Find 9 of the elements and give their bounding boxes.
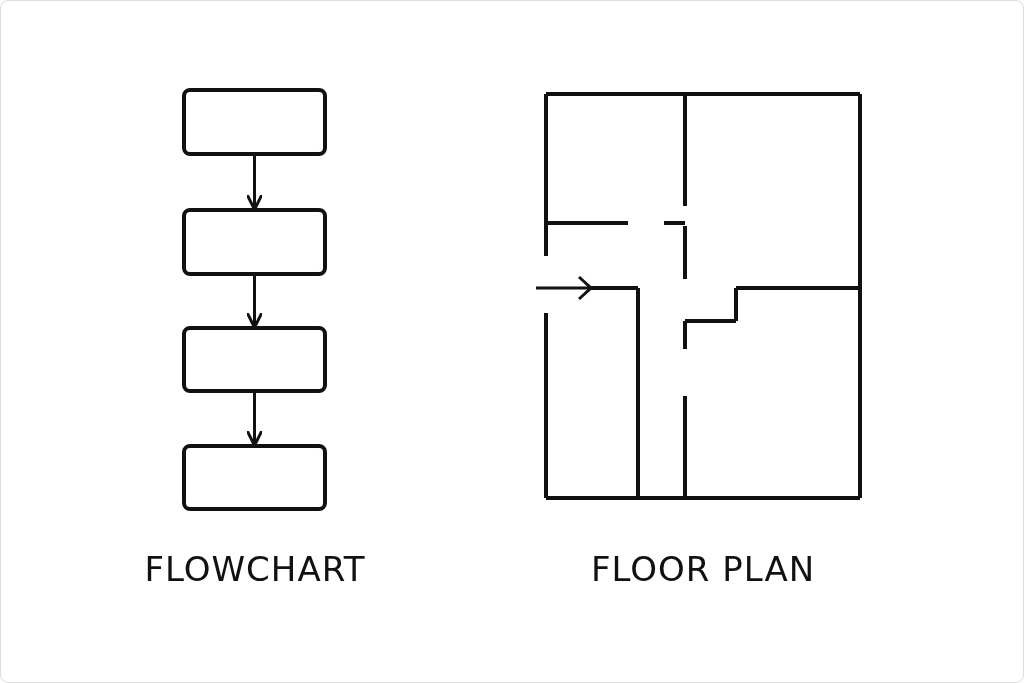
process-box bbox=[182, 88, 327, 156]
process-box bbox=[182, 444, 327, 511]
caption-text: FLOOR PLAN bbox=[590, 549, 816, 589]
caption-text: FLOWCHART bbox=[144, 549, 366, 589]
arrow bbox=[245, 393, 264, 447]
process-box bbox=[182, 326, 327, 393]
arrow bbox=[245, 156, 264, 211]
arrow bbox=[245, 276, 264, 329]
process-box bbox=[182, 208, 327, 276]
